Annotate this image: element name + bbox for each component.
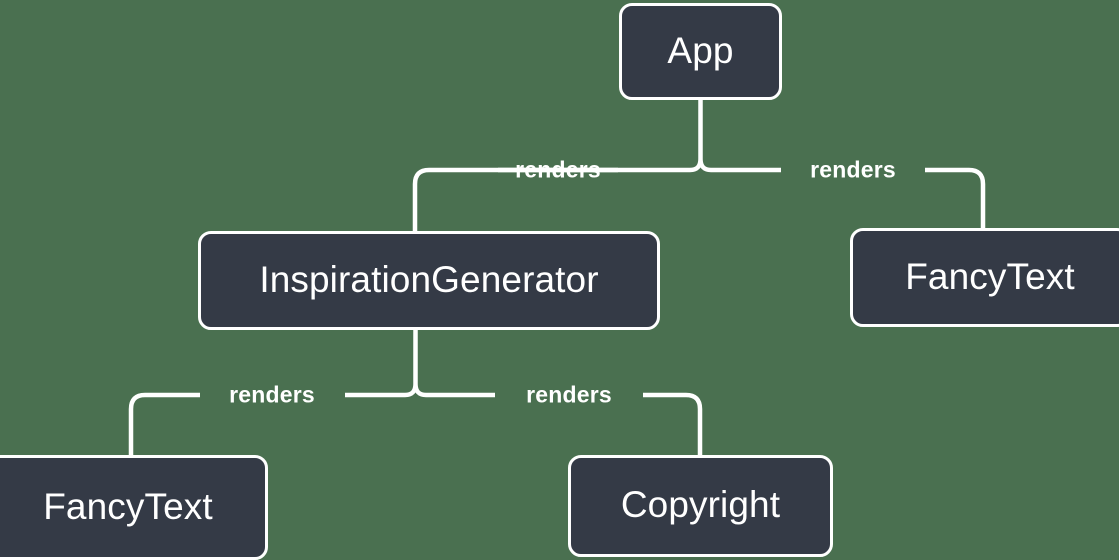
edge-inspiration-to-copyright-right-seg — [643, 392, 703, 455]
node-fancytext-bottom-label: FancyText — [43, 485, 213, 527]
node-app-label: App — [667, 29, 734, 71]
edge-app-to-inspiration-right-seg — [412, 167, 618, 231]
node-fancytext-right-label: FancyText — [905, 255, 1075, 297]
edge-label-inspiration-generator-to-copyright: renders — [526, 381, 612, 408]
edge-inspiration-junction — [404, 383, 427, 398]
edge-app-junction — [689, 158, 712, 173]
edge-app-to-fancytext-right-seg — [925, 167, 986, 228]
node-inspiration-generator-label: InspirationGenerator — [259, 258, 599, 300]
edge-label-app-to-fancytext-right: renders — [810, 156, 896, 183]
edge-inspiration-to-fancytext-right-seg — [128, 392, 200, 455]
edge-label-inspiration-generator-to-fancytext-bottom: renders — [229, 381, 315, 408]
node-fancytext-bottom[interactable]: FancyText — [0, 455, 268, 560]
edge-label-app-to-inspiration-generator: renders — [515, 156, 601, 183]
node-app[interactable]: App — [619, 3, 782, 100]
node-copyright-label: Copyright — [620, 484, 781, 525]
node-fancytext-right[interactable]: FancyText — [850, 228, 1119, 327]
node-inspiration-generator[interactable]: InspirationGenerator — [198, 231, 660, 330]
node-copyright[interactable]: Copyright — [568, 455, 833, 557]
